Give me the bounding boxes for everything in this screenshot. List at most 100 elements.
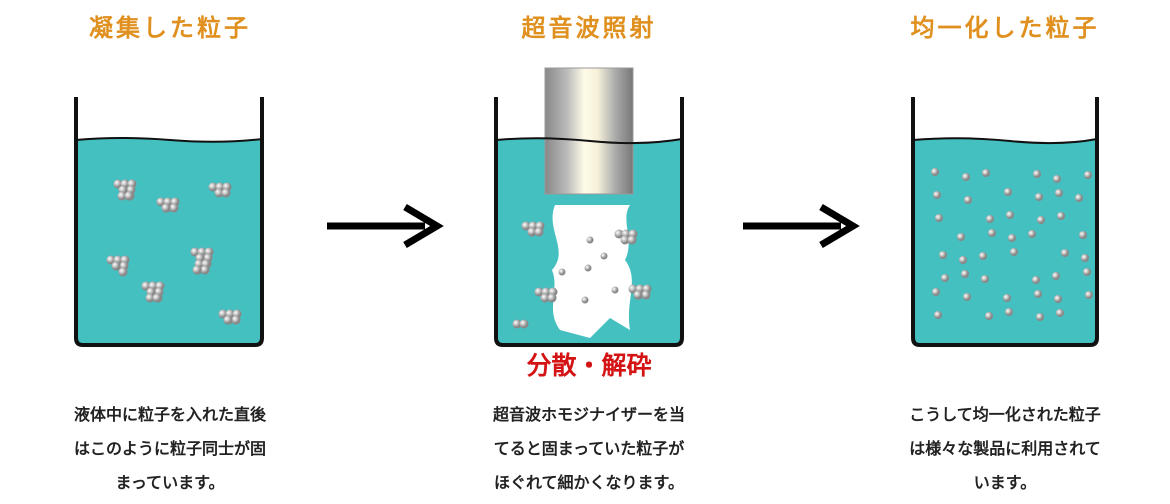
particle: [145, 293, 155, 303]
particle: [1055, 189, 1063, 197]
step2-description: 超音波ホモジナイザーを当てると固まっていた粒子がほぐれて細かくなります。: [492, 405, 685, 492]
particle: [534, 287, 544, 297]
particle: [540, 293, 550, 303]
particle: [988, 229, 996, 237]
particle: [933, 191, 941, 199]
particle: [1006, 211, 1014, 219]
particle: [1005, 308, 1013, 316]
particle: [1079, 231, 1087, 239]
step2-title: 超音波照射: [521, 14, 657, 42]
particle: [117, 191, 127, 201]
particle: [584, 264, 592, 272]
particle: [214, 188, 224, 198]
particle: [192, 265, 202, 275]
particle: [200, 265, 210, 275]
particle: [208, 182, 218, 192]
particle: [1075, 194, 1083, 202]
particle: [118, 267, 128, 277]
particle: [527, 227, 537, 237]
particle: [614, 229, 624, 239]
particle: [1010, 248, 1018, 256]
ultrasonic-probe: [544, 67, 634, 195]
particle: [169, 203, 179, 213]
particle: [1004, 188, 1012, 196]
particle: [985, 312, 993, 320]
particle: [1054, 295, 1062, 303]
particle: [961, 270, 969, 278]
step1-title: 凝集した粒子: [89, 14, 251, 42]
particle: [218, 309, 228, 319]
particle: [600, 252, 608, 260]
particle: [223, 315, 233, 325]
particle: [935, 214, 943, 222]
particle: [957, 233, 965, 241]
particle: [986, 215, 994, 223]
dispersion-label: 分散・解砕: [526, 351, 652, 380]
particle: [512, 319, 522, 329]
particle: [1061, 249, 1069, 257]
particle: [152, 293, 162, 303]
particle: [959, 256, 967, 264]
particle: [982, 169, 990, 177]
particle: [620, 235, 630, 245]
cavitation-burst: [552, 205, 632, 338]
particle: [941, 274, 949, 282]
particle: [534, 227, 544, 237]
particle: [1028, 230, 1036, 238]
particle: [1034, 290, 1042, 298]
step1-description: 液体中に粒子を入れた直後はこのように粒子同士が固まっています。: [73, 405, 266, 492]
particle: [558, 268, 566, 276]
particle: [964, 196, 972, 204]
particle: [113, 179, 123, 189]
particle: [1032, 276, 1040, 284]
particle: [141, 281, 151, 291]
particle: [1056, 309, 1064, 317]
particle: [1053, 175, 1061, 183]
particle: [521, 221, 531, 231]
particle: [156, 197, 166, 207]
particle: [231, 315, 241, 325]
particle: [641, 290, 651, 300]
particle: [190, 247, 200, 257]
particle: [1084, 171, 1092, 179]
step3-title: 均一化した粒子: [910, 14, 1100, 42]
particle: [547, 293, 557, 303]
particle: [221, 188, 231, 198]
particle: [1085, 291, 1093, 299]
particle: [633, 290, 643, 300]
particle: [962, 173, 970, 181]
arrow-right-2-icon: [743, 203, 860, 249]
particle: [979, 252, 987, 260]
beaker-agglomerated: [74, 97, 264, 347]
particle: [934, 311, 942, 319]
particle: [161, 203, 171, 213]
particle: [981, 275, 989, 283]
beaker-ultrasonic: [494, 67, 684, 347]
particle: [628, 284, 638, 294]
particle: [586, 236, 594, 244]
particle: [931, 168, 939, 176]
particle: [1003, 294, 1011, 302]
particle: [1083, 268, 1091, 276]
particle: [1033, 170, 1041, 178]
particle: [1037, 216, 1045, 224]
particle: [1008, 234, 1016, 242]
particle: [106, 255, 116, 265]
step3-description: こうして均一化された粒子は様々な製品に利用されています。: [909, 405, 1101, 492]
beaker-homogenized: [911, 97, 1099, 347]
particle: [519, 319, 529, 329]
particle: [1035, 193, 1043, 201]
particle: [939, 251, 947, 259]
particle: [1052, 272, 1060, 280]
particle: [963, 293, 971, 301]
particle: [1036, 313, 1044, 321]
particle: [932, 288, 940, 296]
particle: [581, 296, 589, 304]
particle: [111, 261, 121, 271]
particle: [1081, 254, 1089, 262]
particle: [611, 286, 619, 294]
particle: [124, 191, 134, 201]
particle: [627, 235, 637, 245]
